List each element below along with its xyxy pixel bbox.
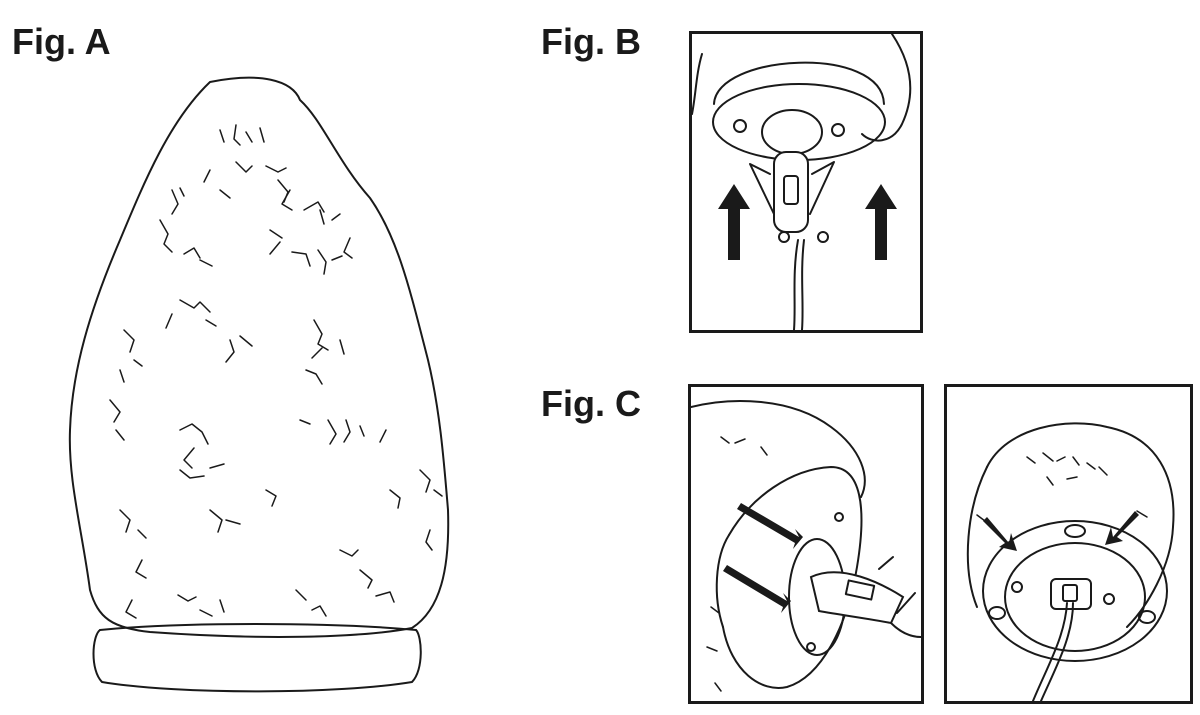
fig-b-illustration — [692, 34, 912, 330]
fig-c-left-panel — [688, 384, 924, 704]
fig-b-label: Fig. B — [541, 21, 641, 62]
rock-texture — [976, 452, 1148, 522]
fig-a-label: Fig. A — [12, 21, 111, 62]
bulb-holder — [809, 571, 905, 625]
base-plate-side — [722, 466, 863, 689]
screw-right-icon — [831, 123, 845, 137]
holder-switch — [1062, 584, 1078, 602]
lamp-base — [92, 629, 422, 693]
fig-c-left-illustration — [691, 400, 921, 692]
screw-bottom-icon — [806, 642, 816, 652]
rock-outline-left — [966, 466, 988, 608]
salt-lamp-illustration — [68, 76, 450, 693]
holder-switch — [783, 175, 799, 205]
power-cord — [1032, 602, 1074, 701]
rock-outline — [691, 400, 866, 498]
clip-ring-left — [778, 231, 790, 243]
fig-b-panel — [689, 31, 923, 333]
vent-hole-top — [1064, 524, 1086, 538]
screw-right-icon — [1103, 593, 1115, 605]
lamp-base-top — [99, 623, 417, 631]
clip-ring-right — [817, 231, 829, 243]
arrow-lower-icon — [723, 565, 791, 613]
bulb-socket-opening — [761, 109, 823, 155]
bulb-holder-clip — [773, 151, 809, 233]
spring-clip-arms — [749, 161, 835, 215]
arrow-up-right-icon — [865, 184, 897, 260]
bulb-holder-base — [1050, 578, 1092, 610]
fig-c-right-panel — [944, 384, 1193, 704]
screw-top-icon — [834, 512, 844, 522]
base-plate — [712, 83, 886, 161]
rock-texture — [706, 436, 768, 692]
fig-c-label: Fig. C — [541, 383, 641, 424]
vent-hole-right — [1138, 610, 1156, 624]
holder-switch — [844, 579, 876, 601]
arrow-up-left-icon — [718, 184, 750, 260]
power-cord — [793, 239, 805, 330]
rock-texture — [109, 124, 443, 619]
fig-c-right-illustration — [966, 422, 1175, 701]
arrow-right-icon — [1105, 511, 1139, 545]
holder-clips-and-cord — [878, 556, 921, 638]
base-plate-edge — [715, 534, 730, 628]
rock-outline — [986, 422, 1175, 628]
salt-rock-outline — [68, 76, 450, 638]
base-plate-rim — [713, 61, 885, 105]
base-plate-outer — [982, 520, 1168, 662]
base-plate-inner — [1004, 542, 1146, 652]
arrow-left-icon — [983, 517, 1017, 551]
vent-hole-left — [988, 606, 1006, 620]
arrow-upper-icon — [737, 503, 803, 549]
screw-left-icon — [1011, 581, 1023, 593]
screw-left-icon — [733, 119, 747, 133]
